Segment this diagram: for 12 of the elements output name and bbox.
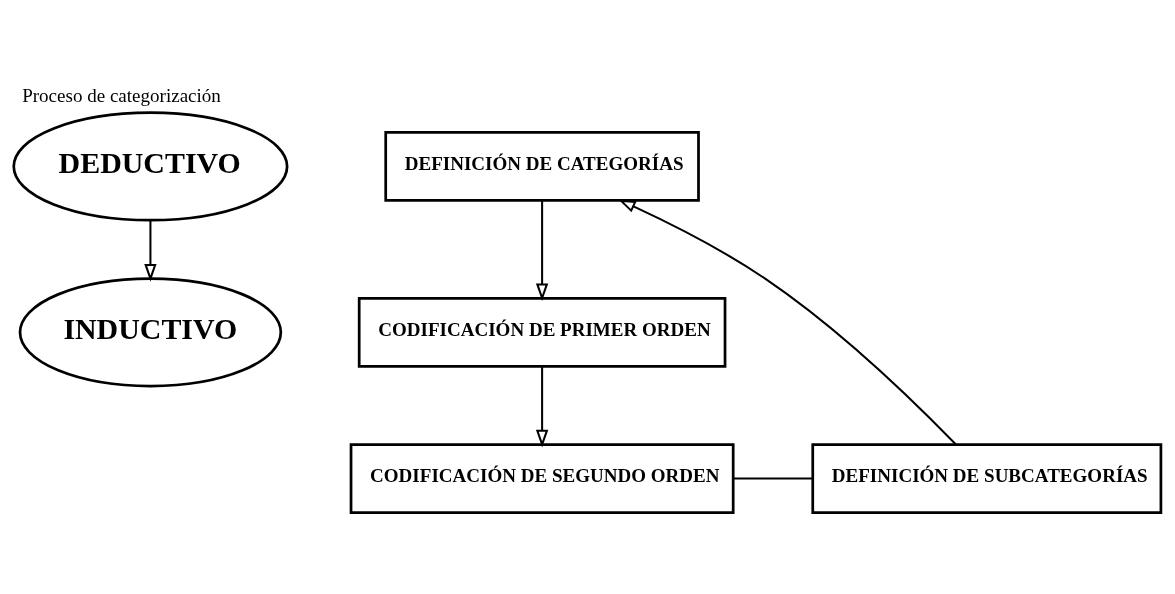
node-ellipse: INDUCTIVO — [18, 277, 283, 388]
arrow — [144, 220, 157, 282]
node-ellipse: DEDUCTIVO — [12, 111, 289, 222]
diagram-title: Proceso de categorización — [22, 85, 221, 107]
arrow — [618, 199, 957, 445]
node-box: CODIFICACIÓN DE PRIMER ORDEN — [357, 297, 727, 368]
node-box: CODIFICACIÓN DE SEGUNDO ORDEN — [349, 443, 735, 514]
connector — [733, 477, 813, 480]
arrow — [535, 366, 549, 448]
node-box: DEFINICIÓN DE SUBCATEGORÍAS — [811, 443, 1163, 514]
arrow — [535, 200, 549, 302]
node-box: DEFINICIÓN DE CATEGORÍAS — [384, 131, 700, 202]
